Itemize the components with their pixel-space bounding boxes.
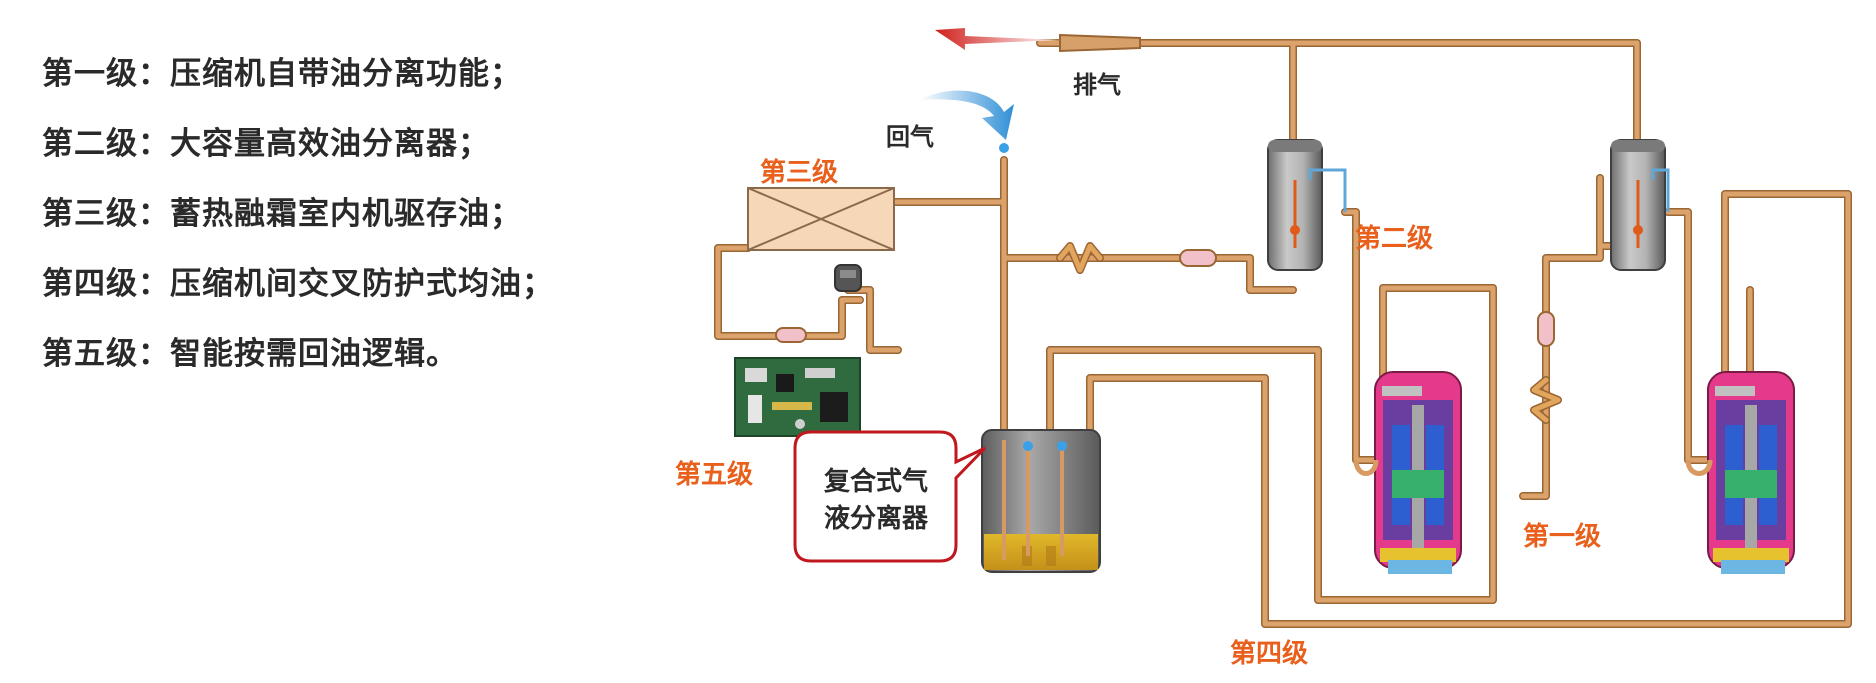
legend-level: 第四级： <box>42 266 170 302</box>
legend-text: 压缩机自带油分离功能； <box>170 56 522 92</box>
pipe-network <box>714 39 1852 628</box>
legend-text: 智能按需回油逻辑。 <box>170 336 458 372</box>
legend-item-1: 第一级：压缩机自带油分离功能； <box>42 52 554 122</box>
legend-item-3: 第三级：蓄热融霜室内机驱存油； <box>42 192 554 262</box>
legend-level: 第二级： <box>42 126 170 162</box>
valve-icon <box>834 264 862 292</box>
pipe-filter-icon <box>775 249 1555 347</box>
compressor-icon <box>1374 371 1462 574</box>
control-board-icon <box>734 357 861 437</box>
stage3-label: 第三级 <box>760 157 838 188</box>
legend-text: 压缩机间交叉防护式均油； <box>170 266 554 302</box>
stage1-label: 第一级 <box>1523 521 1601 552</box>
discharge-label: 排气 <box>1073 71 1121 99</box>
heat-exchanger-icon <box>747 187 895 251</box>
legend-level: 第五级： <box>42 336 170 372</box>
legend-item-5: 第五级：智能按需回油逻辑。 <box>42 332 554 402</box>
legend-text: 大容量高效油分离器； <box>170 126 490 162</box>
legend-list: 第一级：压缩机自带油分离功能； 第二级：大容量高效油分离器； 第三级：蓄热融霜室… <box>42 52 554 402</box>
separator-label-line2: 液分离器 <box>824 503 929 534</box>
legend-level: 第三级： <box>42 196 170 232</box>
gas-liquid-separator-icon <box>981 429 1101 573</box>
discharge-muffler-icon <box>1059 33 1141 53</box>
stage4-label: 第四级 <box>1230 638 1308 669</box>
legend-level: 第一级： <box>42 56 170 92</box>
oil-separator-icon <box>1267 139 1347 271</box>
legend-item-2: 第二级：大容量高效油分离器； <box>42 122 554 192</box>
separator-label-line1: 复合式气 <box>824 466 928 497</box>
separator-callout: 复合式气 液分离器 <box>793 430 987 563</box>
stage5-label: 第五级 <box>675 459 753 490</box>
oil-separator-icon <box>1610 139 1670 271</box>
legend-item-4: 第四级：压缩机间交叉防护式均油； <box>42 262 554 332</box>
discharge-arrow-icon <box>935 28 1060 50</box>
compressor-icon <box>1707 371 1795 574</box>
stage2-label: 第二级 <box>1355 223 1433 254</box>
legend-text: 蓄热融霜室内机驱存油； <box>170 196 522 232</box>
return-arrow-icon <box>920 90 1014 153</box>
return-label: 回气 <box>886 123 934 151</box>
